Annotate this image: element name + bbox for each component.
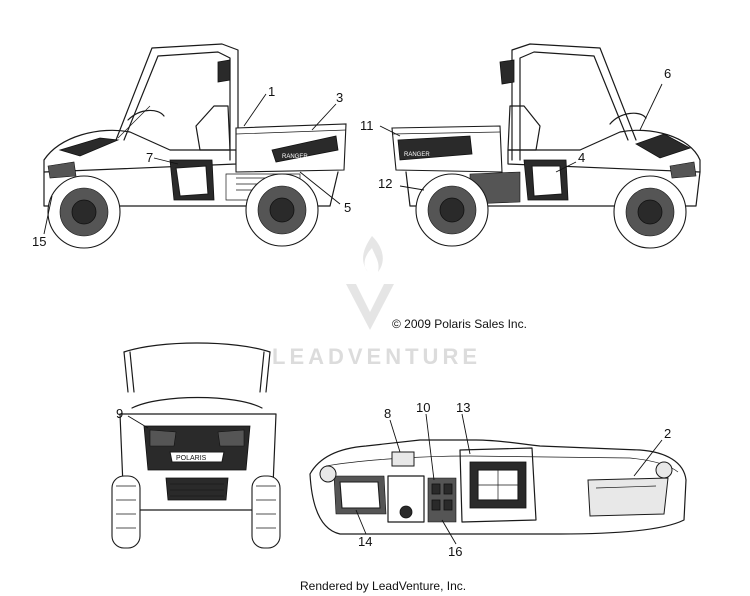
callout-9: 9 [116,406,123,421]
callout-14: 14 [358,534,372,549]
callout-7: 7 [146,150,153,165]
rear-wheel-left [245,173,319,247]
front-wheel-right [613,175,687,249]
callout-12: 12 [378,176,392,191]
callout-5: 5 [344,200,351,215]
side-view-left: RANGER [43,43,347,249]
front-tire-left [111,475,141,549]
leaders-left [43,93,341,235]
mirror-icon [217,59,231,83]
ranger-badge-left: RANGER [282,154,308,160]
callout-10: 10 [416,400,430,415]
leaders-dashboard [355,413,663,545]
mirror-icon [499,59,515,85]
front-wheel-left [47,175,121,249]
callout-4: 4 [578,150,585,165]
callout-16: 16 [448,544,462,559]
front-tire-right [251,475,281,549]
side-view-right: RANGER [391,43,701,249]
polaris-badge-front: POLARIS [176,455,207,462]
leadventure-watermark: LEADVENTURE [272,236,481,369]
dashboard-view [309,439,687,535]
leaders-right [379,83,663,191]
footer-text: Rendered by LeadVenture, Inc. [300,579,466,593]
callout-15: 15 [32,234,46,249]
callout-6: 6 [664,66,671,81]
front-view: POLARIS [111,342,281,549]
copyright-text: © 2009 Polaris Sales Inc. [392,317,527,331]
ranger-badge-right: RANGER [404,152,430,158]
rear-wheel-right [415,173,489,247]
callout-8: 8 [384,406,391,421]
callout-3: 3 [336,90,343,105]
callout-2: 2 [664,426,671,441]
callout-11: 11 [360,118,374,133]
watermark-text: LEADVENTURE [272,344,481,369]
callout-13: 13 [456,400,470,415]
callout-1: 1 [268,84,275,99]
leaders-front [127,415,149,429]
